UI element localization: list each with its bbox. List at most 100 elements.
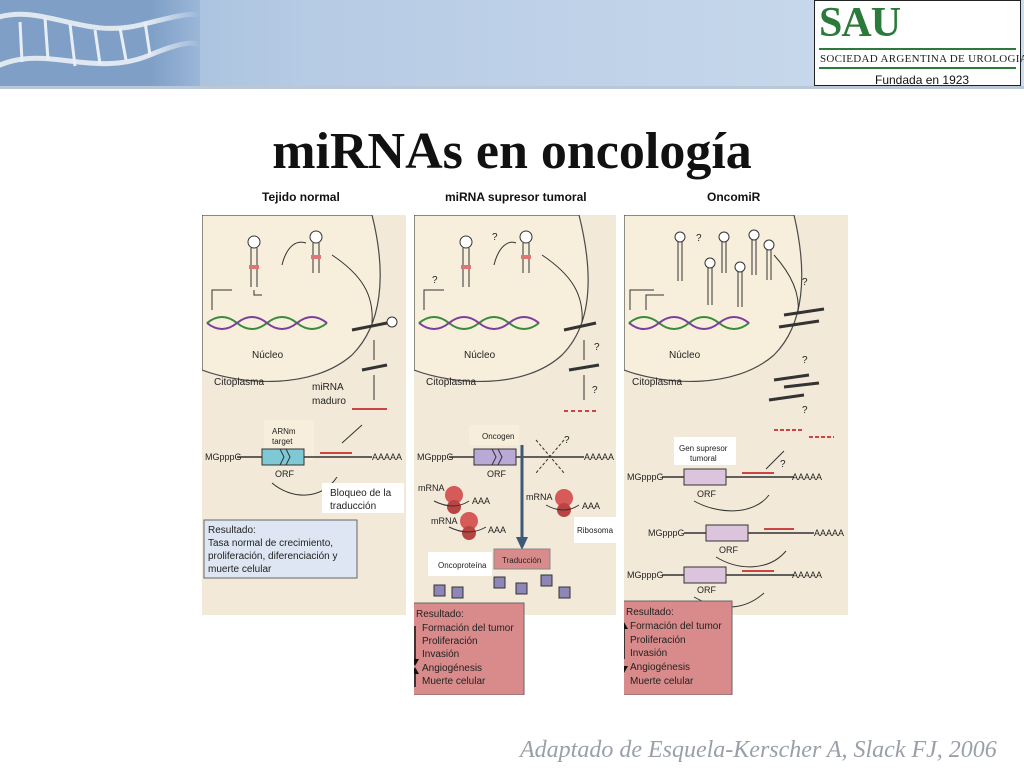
arrow-icon	[493, 241, 517, 266]
arrow-icon	[331, 254, 373, 324]
hairpin-icon	[459, 235, 473, 287]
result-line: Formación del tumor	[630, 621, 722, 632]
result-line: muerte celular	[208, 564, 272, 575]
suppressor-label-bg	[674, 437, 736, 465]
orf-box-icon	[705, 524, 749, 542]
polya-label: AAAAA	[372, 452, 402, 462]
oncoprotein-label-bg	[428, 552, 492, 576]
question-mark: ?	[780, 459, 786, 470]
arrow-icon	[773, 254, 799, 314]
mrna-label: mRNA	[418, 483, 445, 493]
dicer-product-icon	[773, 373, 810, 382]
cap-label: MGpppG	[627, 570, 664, 580]
question-mark: ?	[564, 435, 570, 446]
result-line: Formación del tumor	[422, 623, 514, 634]
arrow-icon	[765, 450, 785, 470]
banner-divider	[0, 86, 1024, 89]
panel-oncomir: ? ? ? ? Núcleo Citoplasma Gen supresor t…	[624, 215, 848, 695]
inhibition-arrow-icon	[693, 494, 770, 512]
cytoplasm-label: Citoplasma	[426, 377, 476, 388]
mature-mirna-label-2: maduro	[312, 396, 346, 407]
question-mark: ?	[592, 385, 598, 396]
oncoprotein-icon	[433, 584, 446, 597]
question-mark: ?	[594, 342, 600, 353]
citation-text: Adaptado de Esquela-Kerscher A, Slack FJ…	[520, 737, 997, 763]
result-line: Angiogénesis	[630, 662, 690, 673]
dicer-product-icon	[568, 363, 600, 372]
result-line: Muerte celular	[630, 676, 694, 687]
ribosome-label: Ribosoma	[577, 526, 614, 535]
result-box	[414, 602, 525, 695]
aaa-label: AAA	[488, 525, 506, 535]
result-line: proliferación, diferenciación y	[208, 551, 338, 562]
translation-box	[493, 548, 551, 570]
result-line: Resultado:	[208, 525, 256, 536]
ribosome-icon	[460, 512, 478, 540]
column-heading-normal: Tejido normal	[262, 190, 340, 204]
oncoprotein-label: Oncoproteína	[438, 561, 487, 570]
suppressor-gene-label: Gen supresor	[679, 444, 728, 453]
mrna-strand	[448, 526, 487, 533]
sau-logo: SAU SOCIEDAD ARGENTINA DE UROLOGIA Funda…	[814, 0, 1024, 87]
orf-label: ORF	[275, 469, 295, 479]
promoter-arrow-icon	[629, 289, 664, 310]
oncoprotein-icon	[558, 586, 571, 599]
result-box	[624, 600, 733, 695]
oncogene-label-bg	[469, 425, 519, 445]
result-box	[203, 519, 358, 579]
nucleus-label: Núcleo	[252, 350, 284, 361]
result-line: Angiogénesis	[422, 663, 482, 674]
mrna-label: mRNA	[526, 492, 553, 502]
hairpin-icon	[519, 230, 533, 273]
block-label: Bloqueo de la	[330, 488, 392, 499]
block-label-2: traducción	[330, 501, 376, 512]
hairpin-icon	[763, 239, 775, 280]
hairpin-icon	[748, 229, 760, 275]
dicer-product-icon	[768, 393, 805, 402]
orf-box-icon	[473, 448, 517, 466]
oncoprotein-icon	[451, 586, 464, 599]
hairpin-icon	[734, 261, 746, 307]
down-arrow-head-icon	[624, 666, 628, 673]
hairpin-icon	[674, 231, 686, 281]
down-arrow-head-icon	[414, 659, 419, 666]
oncoprotein-icon	[540, 574, 553, 587]
ribosome-icon	[445, 486, 463, 514]
nucleus-label: Núcleo	[669, 350, 701, 361]
result-line: Tasa normal de crecimiento,	[208, 538, 333, 549]
column-heading-suppressor: miRNA supresor tumoral	[445, 190, 587, 204]
result-line: Muerte celular	[422, 676, 486, 687]
up-arrow-head-icon	[414, 667, 419, 674]
mrna-strand	[545, 504, 580, 511]
nucleus-shape	[624, 215, 803, 383]
cap-label: MGpppG	[205, 452, 242, 462]
arrow-icon	[341, 424, 363, 444]
hairpin-exported-icon	[563, 321, 597, 332]
cytoplasm-label: Citoplasma	[632, 377, 682, 388]
column-heading-oncomir: OncomiR	[707, 190, 761, 204]
orf-box-icon	[261, 448, 305, 466]
result-line: Invasión	[422, 649, 459, 660]
dna-decoration-icon	[0, 0, 200, 88]
mature-mirna-label: miRNA	[312, 382, 344, 393]
logo-letters: SAU	[819, 0, 901, 46]
break-icon	[491, 448, 503, 466]
promoter-arrow-icon	[253, 290, 262, 296]
mrna-strand	[433, 500, 470, 507]
orf-box-icon	[683, 566, 727, 584]
orf-label: ORF	[719, 545, 739, 555]
dna-helix-icon	[418, 316, 540, 330]
hairpin-exported-icon	[778, 319, 820, 329]
aaa-label: AAA	[472, 496, 490, 506]
logo-rule-top	[819, 48, 1016, 50]
aaa-label: AAA	[582, 501, 600, 511]
polya-label: AAAAA	[584, 452, 614, 462]
hairpin-icon	[704, 257, 716, 305]
dicer-product-icon	[783, 381, 820, 389]
arrow-head-icon	[516, 537, 528, 550]
orf-box-icon	[683, 468, 727, 486]
result-line: Invasión	[630, 648, 667, 659]
polya-label: AAAAA	[792, 570, 822, 580]
dna-helix-icon	[206, 316, 328, 330]
suppressor-gene-label-2: tumoral	[690, 454, 717, 463]
